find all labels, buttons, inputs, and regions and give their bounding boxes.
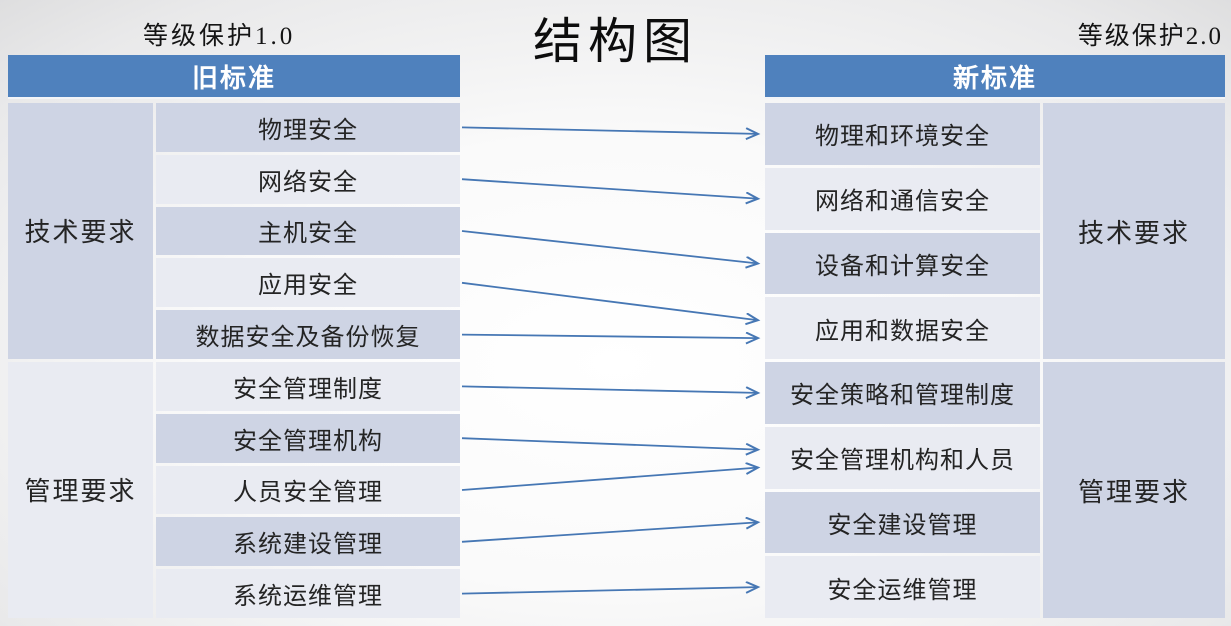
table-row: 应用安全: [156, 258, 460, 308]
table-row: 安全运维管理: [765, 556, 1040, 618]
table-row: 安全建设管理: [765, 491, 1040, 554]
table-row: 数据安全及备份恢复: [156, 310, 460, 359]
mapping-arrow: [461, 437, 757, 449]
new-standard-grid: 物理和环境安全 网络和通信安全 设备和计算安全 应用和数据安全 技术要求 安全策…: [765, 103, 1225, 618]
group-cell-technical-old: 技术要求: [8, 103, 153, 359]
table-row: 物理安全: [156, 103, 460, 152]
caption-classified-protection-1.0: 等级保护1.0: [143, 23, 296, 50]
table-row: 安全管理机构: [156, 413, 460, 463]
table-row: 系统运维管理: [156, 569, 460, 618]
caption-classified-protection-2.0: 等级保护2.0: [1077, 23, 1223, 50]
table-row: 安全策略和管理制度: [765, 362, 1040, 424]
table-row: 应用和数据安全: [765, 297, 1040, 359]
table-row: 物理和环境安全: [765, 103, 1040, 165]
table-row: 系统建设管理: [156, 517, 460, 567]
old-standard-header: 旧标准: [8, 55, 460, 99]
mapping-arrow: [461, 335, 757, 339]
mapping-arrow: [461, 587, 757, 595]
group-cell-management-old: 管理要求: [8, 361, 153, 618]
mapping-arrow: [461, 281, 757, 320]
group-cell-technical-new: 技术要求: [1043, 103, 1225, 359]
page-title: 结构图: [532, 14, 698, 69]
table-row: 安全管理制度: [156, 361, 460, 411]
new-standard-table: 新标准 物理和环境安全 网络和通信安全 设备和计算安全 应用和数据安全 技术要求…: [765, 55, 1225, 618]
table-row: 网络和通信安全: [765, 167, 1040, 230]
mapping-arrow: [461, 522, 757, 543]
mapping-arrow: [461, 126, 757, 133]
mapping-arrow: [461, 178, 757, 198]
table-row: 安全管理机构和人员: [765, 426, 1040, 489]
group-cell-management-new: 管理要求: [1043, 362, 1225, 618]
table-row: 网络安全: [156, 154, 460, 204]
mapping-arrow: [461, 385, 757, 392]
old-standard-table: 旧标准 技术要求 物理安全 网络安全 主机安全 应用安全 数据安全及备份恢复 管…: [8, 55, 460, 618]
new-standard-header: 新标准: [765, 55, 1225, 99]
table-row: 设备和计算安全: [765, 232, 1040, 295]
table-row: 主机安全: [156, 206, 460, 256]
table-row: 人员安全管理: [156, 465, 460, 515]
mapping-arrow: [461, 468, 757, 491]
old-standard-grid: 技术要求 物理安全 网络安全 主机安全 应用安全 数据安全及备份恢复 管理要求 …: [8, 103, 460, 618]
mapping-arrow: [461, 230, 757, 263]
